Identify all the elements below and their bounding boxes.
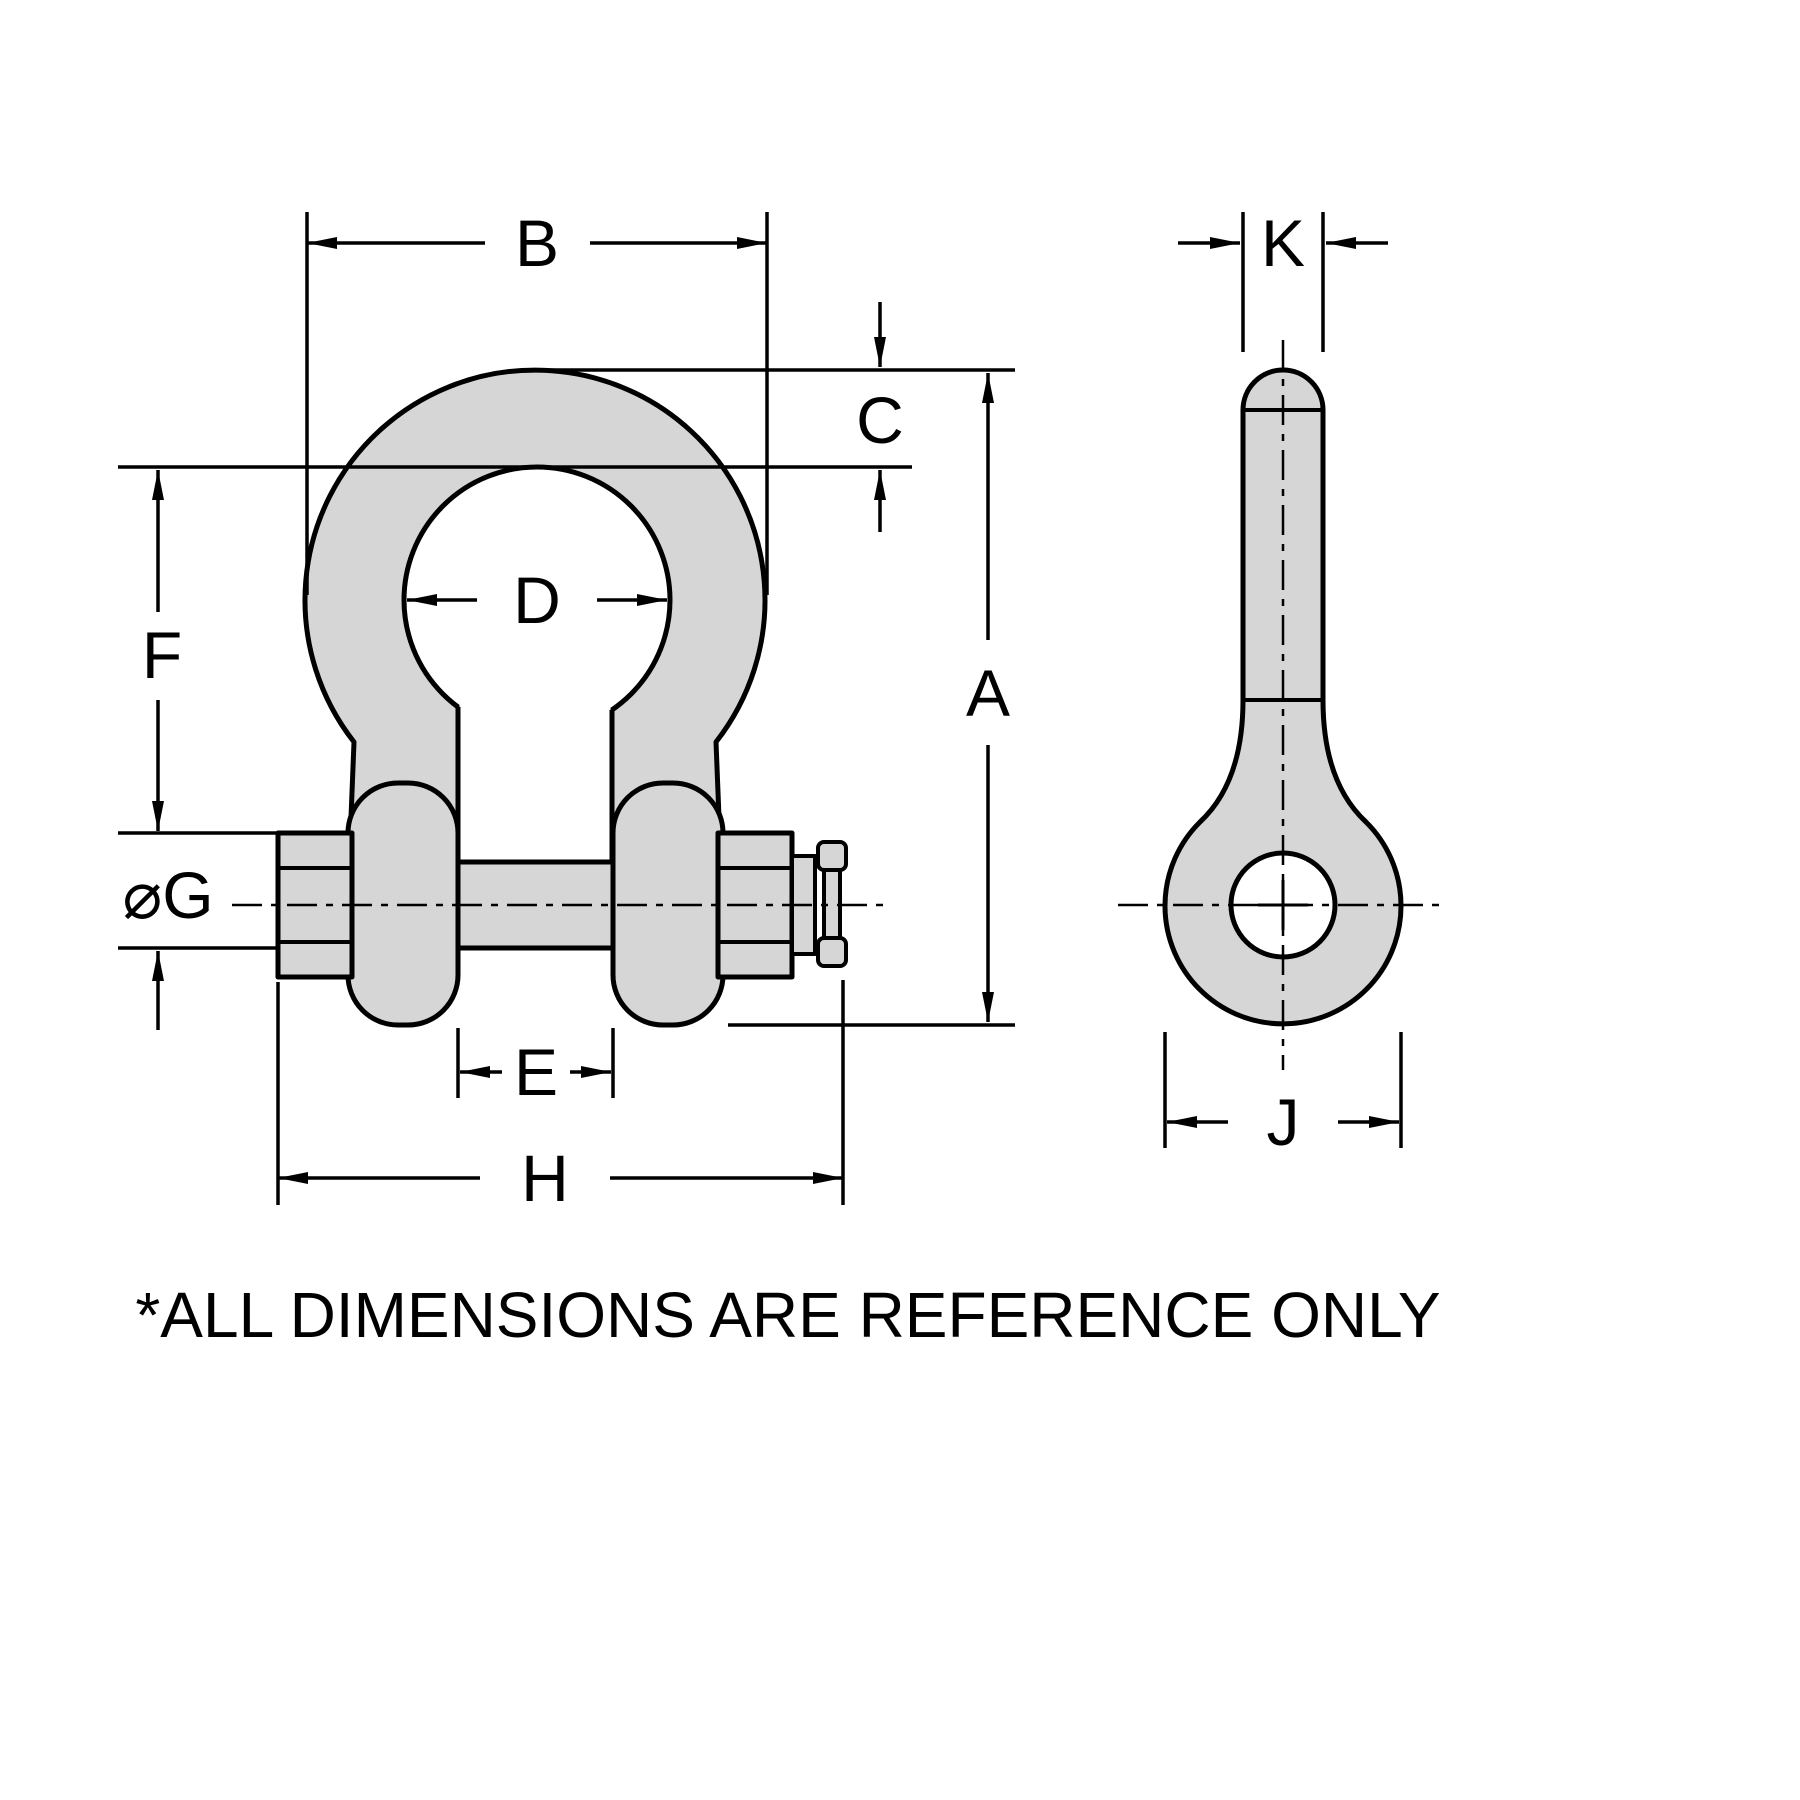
dimension-label-j: J: [1267, 1085, 1300, 1159]
dimension-J: J: [1163, 1032, 1403, 1159]
dimension-label-h: H: [521, 1141, 569, 1215]
footnote: *ALL DIMENSIONS ARE REFERENCE ONLY: [135, 1279, 1440, 1351]
dimension-A: A: [966, 373, 1010, 1022]
dimension-label-a: A: [966, 656, 1010, 730]
dimension-label-g: ⌀G: [122, 858, 213, 932]
bow-inner-channel: [459, 600, 611, 864]
dimension-E: E: [456, 1028, 615, 1109]
side-view: K J: [1118, 206, 1448, 1159]
dimension-label-c: C: [856, 383, 904, 457]
dimension-H: H: [276, 980, 845, 1215]
dimension-label-e: E: [514, 1035, 558, 1109]
front-view: B C D A F ⌀G: [118, 206, 1015, 1215]
dimension-label-f: F: [142, 618, 182, 692]
dimension-F: F: [142, 470, 182, 831]
cotter-pin-head: [816, 840, 848, 872]
dimension-B: B: [305, 206, 769, 595]
dimension-D: D: [407, 563, 667, 637]
dimension-label-d: D: [513, 563, 561, 637]
cotter-pin-foot: [816, 936, 848, 968]
dimension-label-k: K: [1261, 206, 1305, 280]
dimension-label-b: B: [515, 206, 559, 280]
dimension-K: K: [1178, 206, 1388, 352]
dimension-C: C: [856, 302, 904, 532]
dimension-G: ⌀G: [122, 858, 214, 1030]
